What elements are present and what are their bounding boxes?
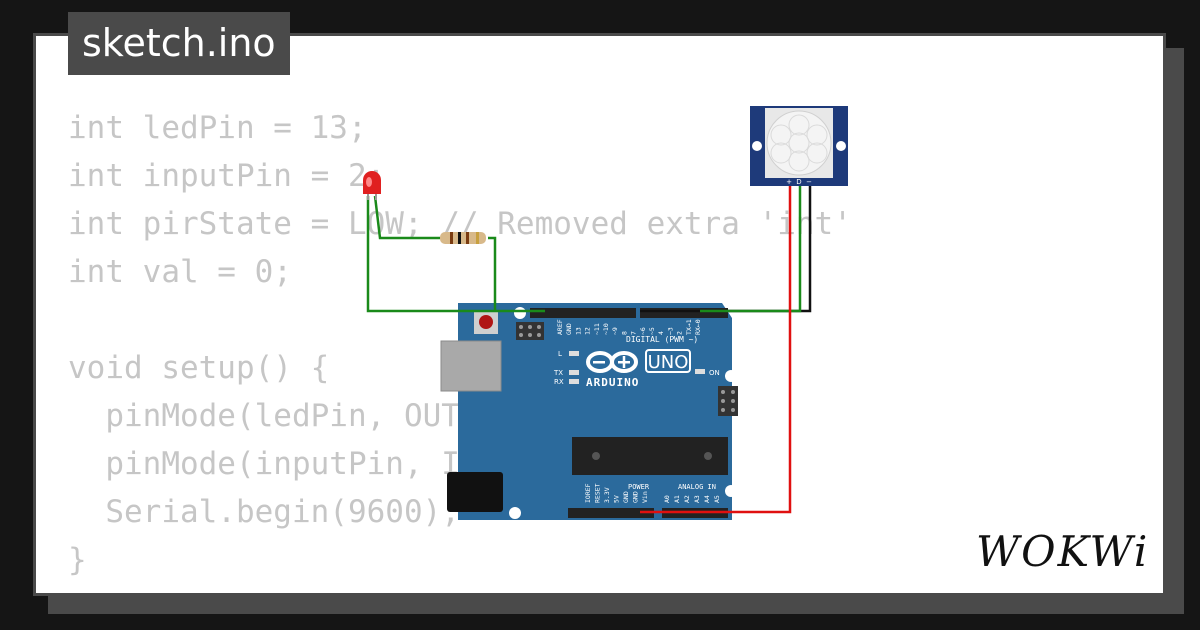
code-line: int val = 0;: [68, 254, 292, 290]
pin-label: 2: [676, 331, 684, 335]
pin-label: 5V: [613, 495, 621, 503]
resistor-body: [440, 232, 486, 244]
mount-hole: [514, 307, 526, 319]
analog-header-label: ANALOG IN: [678, 483, 716, 491]
pin-label: AREF: [556, 319, 564, 335]
pin-label: A3: [693, 495, 701, 503]
arduino-logo-icon: [586, 351, 638, 373]
pin-label: RESET: [594, 483, 602, 503]
wires: [366, 186, 812, 514]
pin-label: A4: [703, 495, 711, 503]
led-rx: [569, 379, 579, 384]
pin-label: 3.3V: [603, 487, 611, 503]
led-on: [695, 369, 705, 374]
pin-label: 13: [574, 327, 582, 335]
pin-label: GND: [565, 323, 573, 335]
pin-label: ~3: [666, 327, 674, 335]
pin-label: ~5: [648, 327, 656, 335]
pin-label: 8: [620, 331, 628, 335]
pir-pin-plus: +: [786, 178, 792, 186]
power-jack: [447, 472, 503, 512]
pin-label: GND: [632, 491, 640, 503]
wire-led-gnd[interactable]: [366, 196, 545, 313]
pin-label: TX→1: [685, 319, 693, 335]
pin-label: A2: [683, 495, 691, 503]
code-line: }: [68, 542, 87, 578]
usb-port: [440, 340, 502, 392]
on-label: ON: [709, 369, 720, 377]
board-brand: ARDUINO: [586, 376, 639, 389]
wire-pir-gnd[interactable]: [640, 186, 812, 313]
icsp-header: [516, 322, 738, 416]
pin-label: 4: [657, 331, 665, 335]
code-line: Serial.begin(9600);: [68, 494, 460, 530]
pin-label: GND: [622, 491, 630, 503]
pin-label: ~11: [593, 323, 601, 335]
pin-label: IOREF: [584, 483, 592, 503]
led-l: [569, 351, 579, 356]
arduino-uno-board[interactable]: UNO ARDUINO DIGITAL (PWM ~) POWER ANALOG…: [440, 303, 738, 520]
red-led[interactable]: [363, 171, 381, 200]
rx-label: RX: [554, 378, 564, 386]
pin-label: ~9: [611, 327, 619, 335]
pin-label: A5: [713, 495, 721, 503]
pir-pin-minus: −: [806, 178, 812, 186]
wire-resistor-pin13[interactable]: [488, 236, 497, 311]
code-line: void setup() {: [68, 350, 330, 386]
mount-hole: [725, 370, 737, 382]
tx-label: TX: [553, 369, 563, 377]
code-line: int ledPin = 13;: [68, 110, 367, 146]
pin-label: 7: [630, 331, 638, 335]
pin-label: Vin: [641, 491, 649, 503]
digital-header-label: DIGITAL (PWM ~): [626, 335, 698, 344]
reset-button-cap: [479, 315, 493, 329]
digital-header-left: [530, 308, 636, 318]
power-header: [568, 508, 654, 518]
pin-label: 12: [584, 327, 592, 335]
pin-label: ~10: [602, 323, 610, 335]
wokwi-logo: WOKWi: [976, 527, 1150, 576]
digital-header-right: [640, 308, 728, 318]
wire-pir-signal[interactable]: [700, 186, 802, 313]
code-line: int inputPin = 2;: [68, 158, 386, 194]
pin-label: ~6: [639, 327, 647, 335]
resistor[interactable]: [440, 232, 486, 244]
file-tab[interactable]: sketch.ino: [68, 12, 290, 75]
l-label: L: [558, 350, 562, 358]
pir-pin-d: D: [796, 178, 801, 186]
led-tx: [569, 370, 579, 375]
board-model: UNO: [648, 352, 689, 373]
pin-label: A1: [673, 495, 681, 503]
wire-pir-vcc[interactable]: [640, 186, 792, 514]
pir-dome: [766, 110, 832, 176]
pin-label: RX←0: [694, 319, 702, 335]
pin-label: A0: [663, 495, 671, 503]
wire-led-resistor[interactable]: [373, 195, 440, 240]
code-line: int pirState = LOW; // Removed extra 'in…: [68, 206, 852, 242]
power-header-label: POWER: [628, 483, 650, 491]
led-body: [363, 171, 381, 194]
pir-sensor[interactable]: + D −: [750, 106, 848, 186]
mount-hole: [725, 485, 737, 497]
mount-hole: [509, 507, 521, 519]
